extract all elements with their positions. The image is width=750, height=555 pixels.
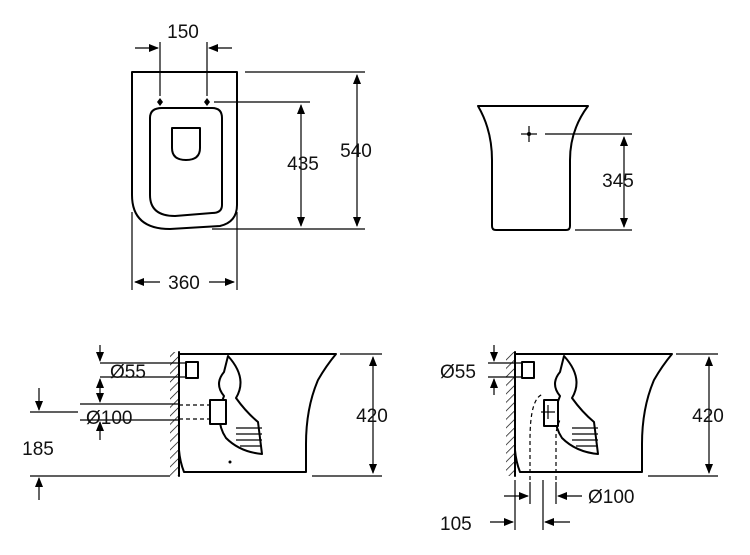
center-mark-icon: [521, 126, 537, 142]
dim-width: 360: [168, 273, 200, 294]
water-level-hatch: [236, 427, 262, 447]
flush-inlet-plan: [171, 127, 201, 161]
outlet-connector: [209, 399, 227, 425]
floor-outlet-connector: [543, 399, 559, 427]
dim-inlet-diameter: Ø55: [110, 362, 146, 383]
dim-inlet-diameter-2: Ø55: [440, 362, 476, 383]
dim-side-height: 420: [356, 406, 388, 427]
dim-front-height: 345: [602, 171, 634, 192]
dim-side-height-2: 420: [692, 406, 724, 427]
side-view-horizontal-outlet: Ø55 Ø100 185 420: [22, 345, 388, 500]
top-view: 150 435 540 360: [131, 22, 372, 294]
dim-fixing-depth: 435: [287, 154, 319, 175]
fixing-point-right-icon: [204, 98, 210, 106]
dim-outlet-height: 185: [22, 439, 54, 460]
toilet-outline-side: [178, 353, 337, 473]
dim-overall-length: 540: [340, 141, 372, 162]
side-view-floor-outlet: Ø55 Ø100 105 420: [440, 345, 724, 535]
front-view: 345: [477, 105, 634, 231]
inlet-connector: [185, 361, 199, 379]
wall-hatch-2: [506, 352, 515, 476]
inlet-connector-2: [521, 361, 535, 379]
fixing-point-left-icon: [157, 98, 163, 106]
dim-outlet-diameter: Ø100: [86, 408, 132, 429]
bowl-interior-2: [554, 355, 599, 455]
floor-outlet-pipe: [529, 393, 561, 480]
dim-outlet-diameter-2: Ø100: [588, 487, 634, 508]
bowl-interior: [218, 355, 263, 455]
toilet-outline-plan: [131, 71, 238, 230]
seat-opening-plan: [149, 107, 223, 217]
water-level-hatch-2: [572, 427, 598, 447]
toilet-outline-front: [477, 105, 589, 231]
wall-hatch: [170, 352, 179, 476]
toilet-outline-side-2: [514, 353, 673, 473]
dim-fixing-spacing: 150: [167, 22, 199, 43]
dim-outlet-offset: 105: [440, 514, 472, 535]
